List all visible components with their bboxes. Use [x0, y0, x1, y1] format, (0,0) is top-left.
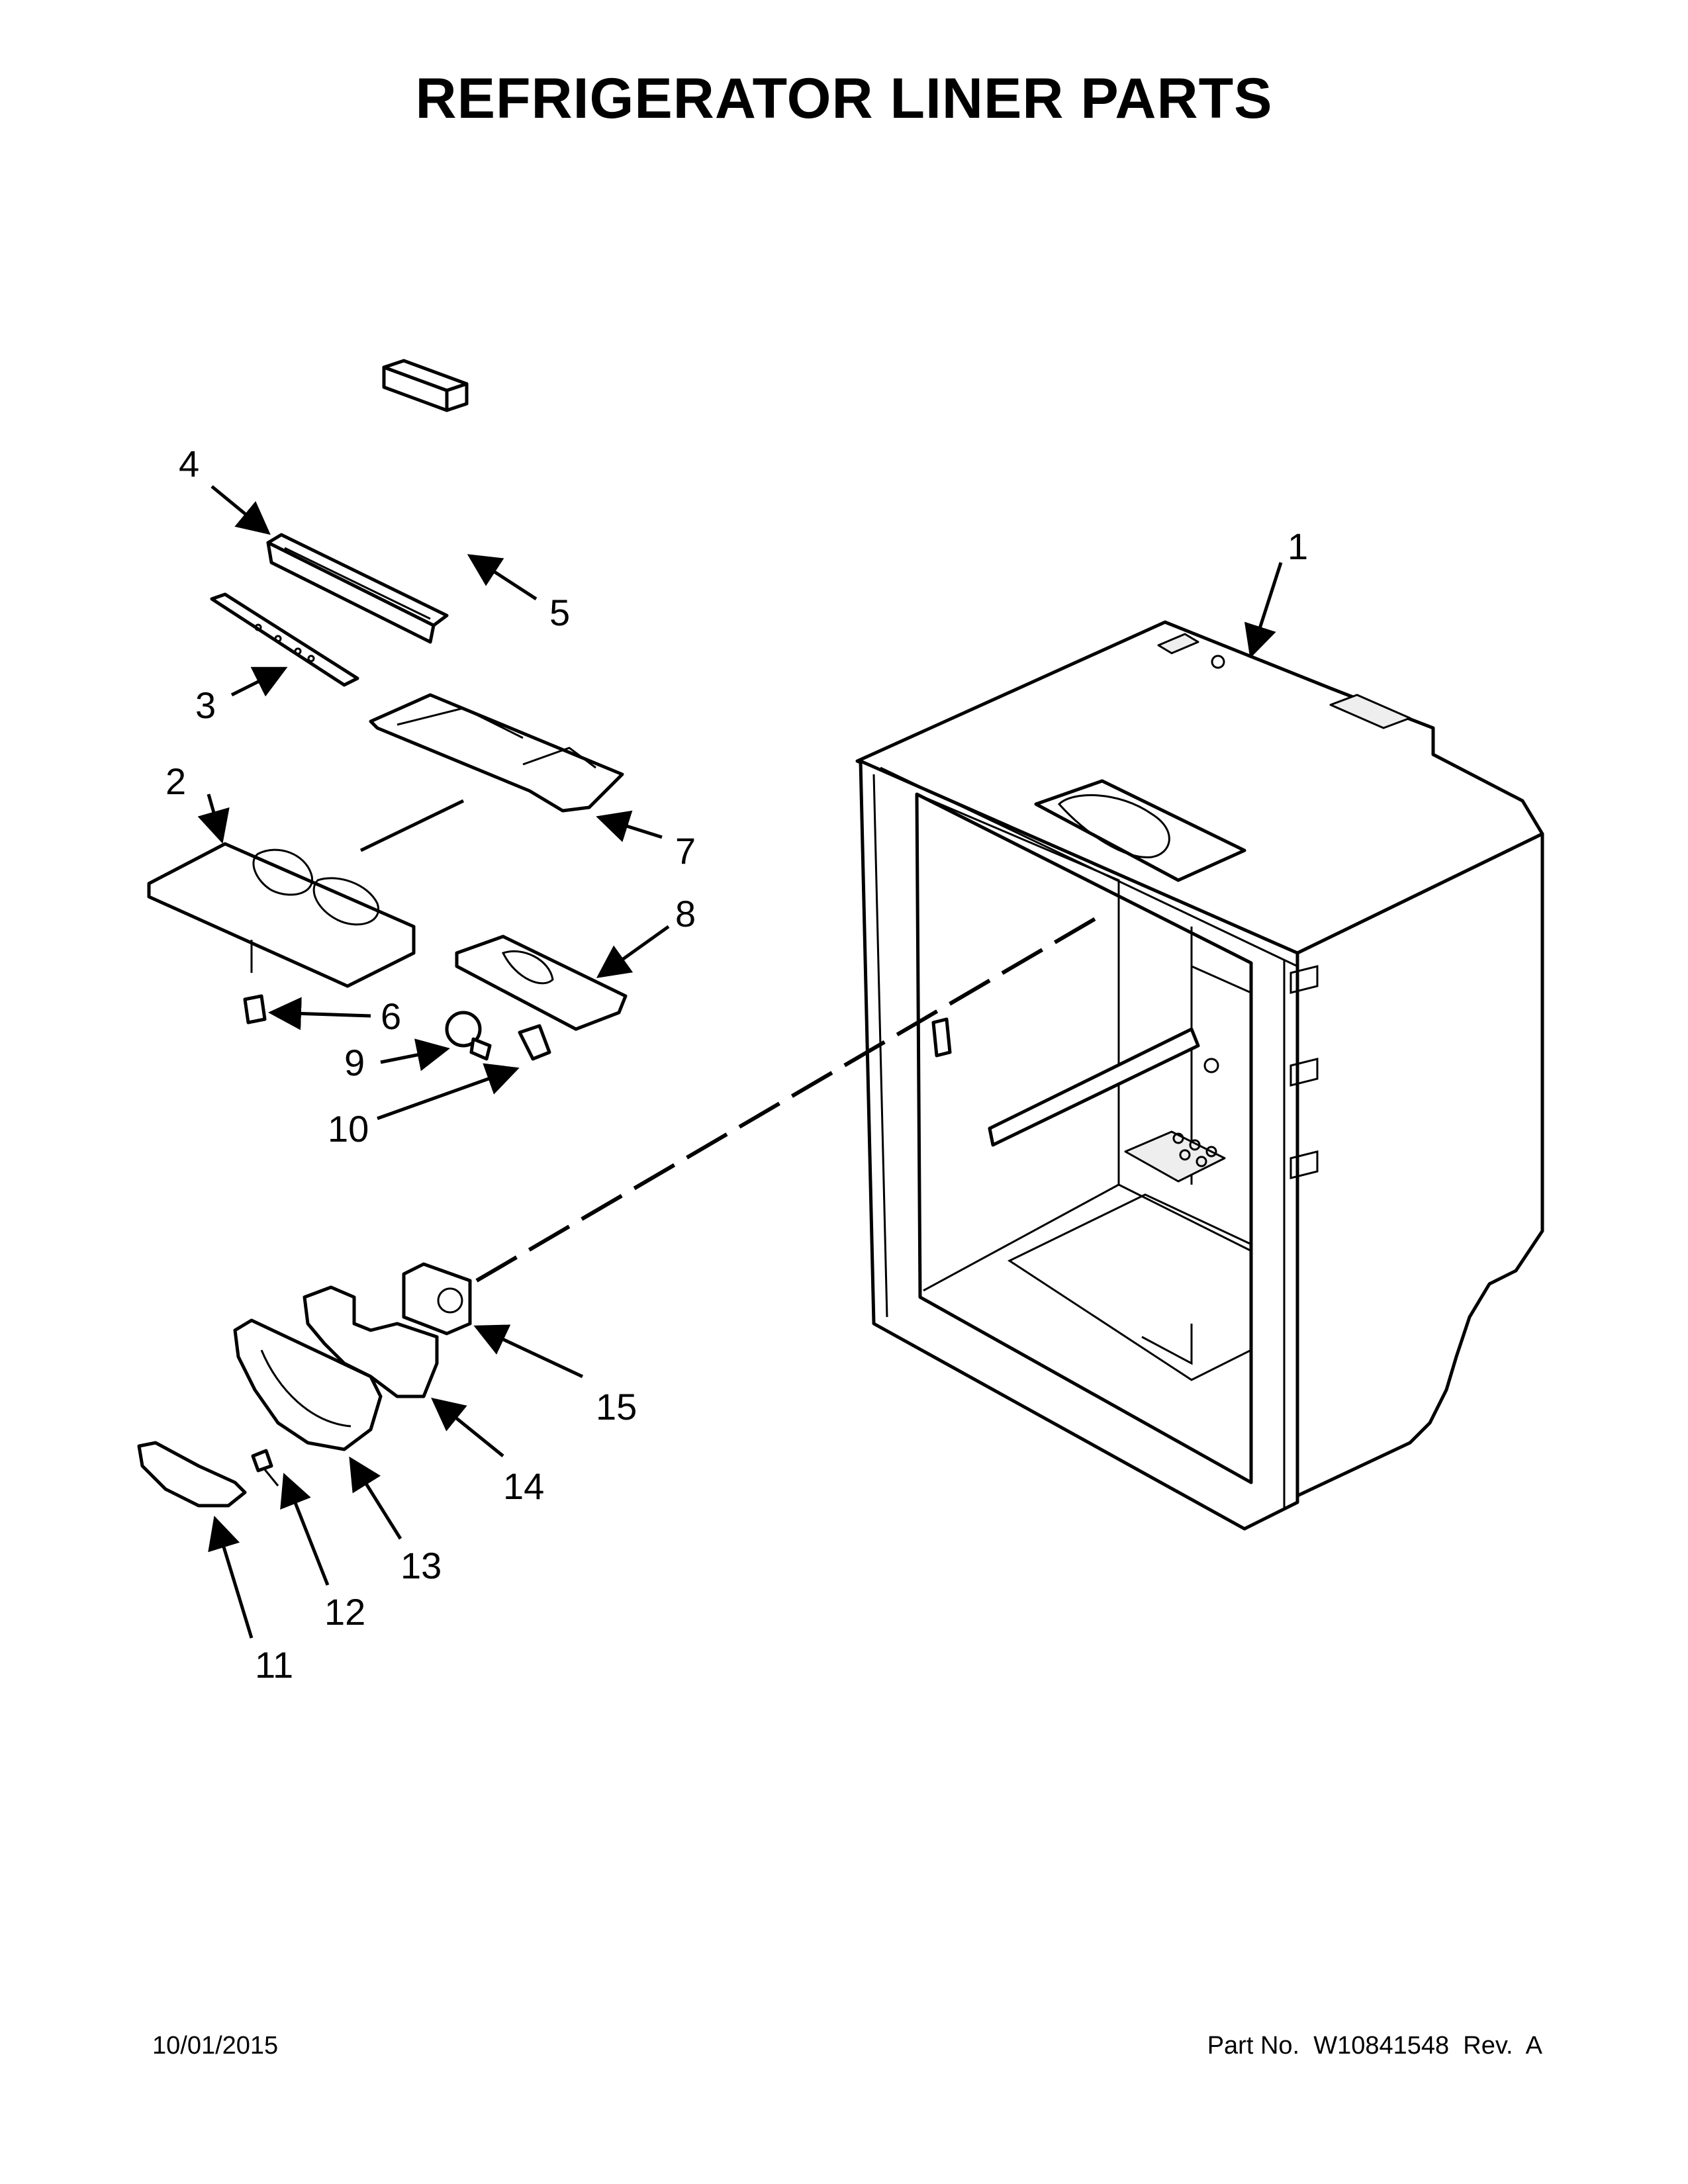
callout-8: 8 [675, 893, 696, 934]
part-3-overlay [210, 592, 359, 687]
part-12-screw [251, 1449, 279, 1486]
part-2-light-housing [147, 842, 416, 988]
callout-13: 13 [400, 1545, 442, 1586]
rev-value: A [1525, 2032, 1542, 2060]
footer-part-number: Part No. W10841548 Rev. A [1207, 2032, 1542, 2060]
callout-labels: 1 2 3 4 5 6 7 8 9 10 11 12 13 14 15 [165, 443, 1308, 1686]
footer-date: 10/01/2015 [152, 2032, 279, 2060]
part-7-diffuser [369, 693, 624, 813]
part-4-control-housing [266, 533, 449, 644]
callout-12: 12 [324, 1591, 365, 1633]
part-14-bracket [303, 1285, 439, 1398]
leader-lines [197, 485, 1283, 1639]
callout-5: 5 [549, 592, 570, 633]
part-no-label: Part No. [1207, 2032, 1300, 2060]
part-13-cover [233, 1318, 383, 1451]
part-5-cap [382, 359, 469, 412]
callout-9: 9 [344, 1042, 365, 1083]
part-9-bulb [445, 1011, 492, 1061]
part-10-socket [518, 1024, 551, 1061]
callout-15: 15 [596, 1386, 637, 1428]
callout-3: 3 [195, 684, 216, 726]
part-11-trim [137, 1441, 247, 1508]
rev-label: Rev. [1463, 2032, 1513, 2060]
page-title: REFRIGERATOR LINER PARTS [415, 67, 1273, 130]
callout-2: 2 [165, 760, 186, 802]
callout-10: 10 [328, 1108, 369, 1150]
part-6-switch [243, 994, 267, 1024]
callout-6: 6 [381, 995, 401, 1037]
callout-1: 1 [1288, 525, 1308, 567]
callout-14: 14 [503, 1465, 544, 1507]
callout-7: 7 [675, 830, 696, 872]
part-8-socket-plate [455, 934, 628, 1031]
part-no-value: W10841548 [1313, 2032, 1450, 2060]
callout-4: 4 [179, 443, 199, 484]
part-1-liner [855, 620, 1544, 1531]
callout-11: 11 [255, 1644, 293, 1686]
part-15-module [402, 1262, 472, 1336]
